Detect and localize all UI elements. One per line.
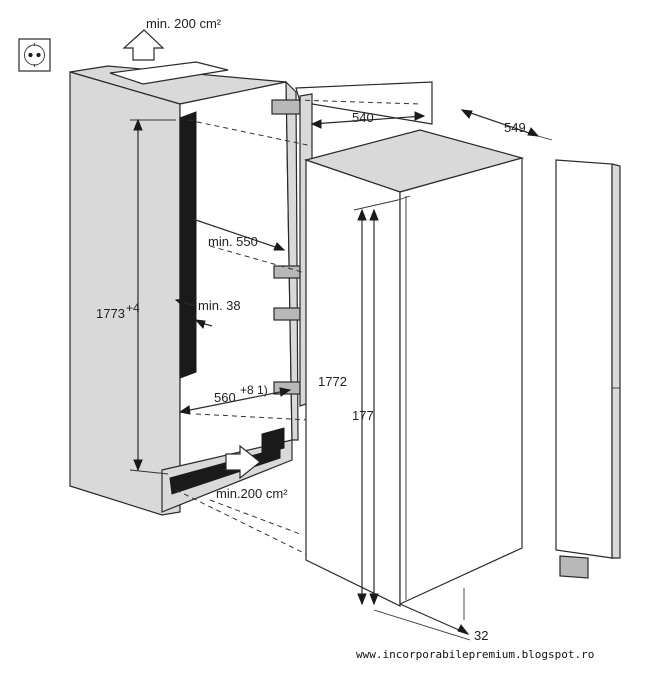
appliance — [303, 129, 525, 607]
vent-bottom-label: min.200 cm² — [216, 486, 288, 501]
gap-label: min. 38 — [198, 298, 241, 313]
niche-depth-label: min. 550 — [208, 234, 258, 249]
hinges — [271, 99, 301, 395]
arrow-right-icon — [225, 444, 261, 480]
appliance-depth-label: 549 — [504, 120, 526, 135]
vent-top-label: min. 200 cm² — [146, 16, 222, 31]
niche-height-tolerance: +4 — [126, 301, 140, 315]
source-url[interactable]: www.incorporabilepremium.blogspot.ro — [356, 648, 594, 661]
furniture-door — [555, 159, 621, 579]
door-height-label: 177 — [352, 408, 374, 423]
niche-width-tolerance: +8 1) — [240, 383, 268, 397]
power-socket-icon — [18, 38, 51, 72]
appliance-width-label: 540 — [352, 110, 374, 125]
arrow-up-icon — [122, 29, 165, 61]
niche-height-label: 1773 — [96, 306, 125, 321]
appliance-height-label: 1772 — [318, 374, 347, 389]
door-offset-label: 32 — [474, 628, 488, 643]
niche-cabinet — [69, 61, 299, 516]
niche-width-label: 560 — [214, 390, 236, 405]
